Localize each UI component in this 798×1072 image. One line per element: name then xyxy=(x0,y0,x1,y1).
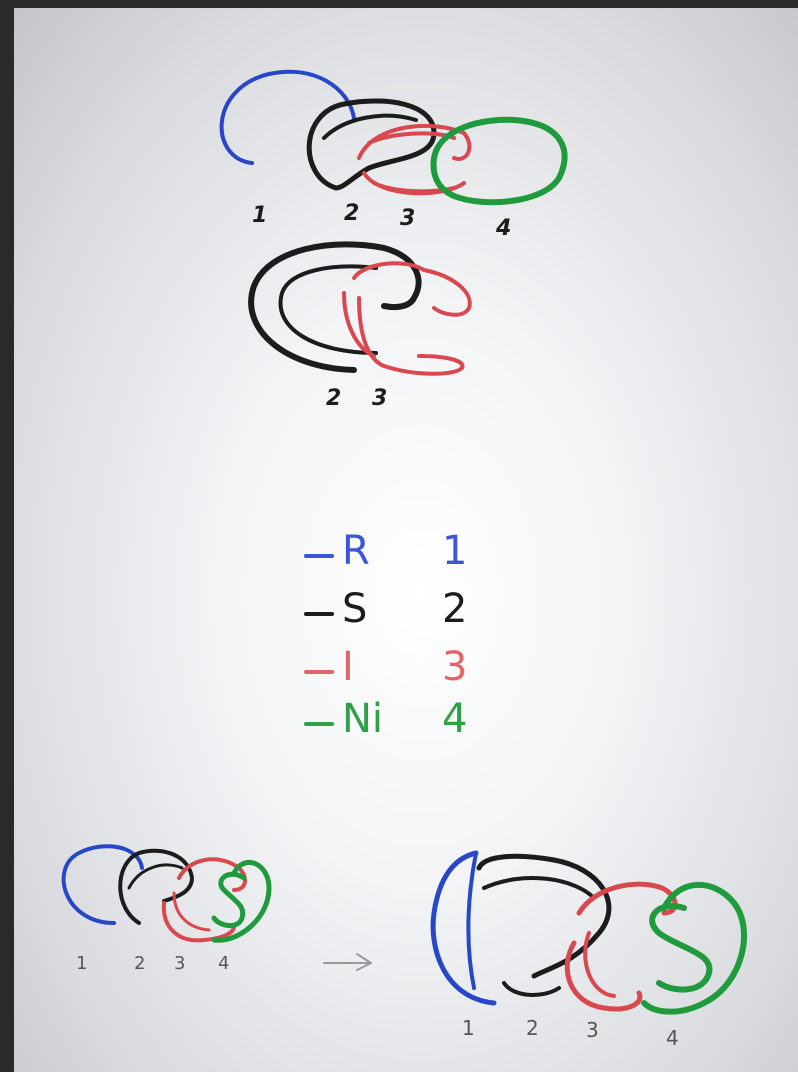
bl-ring-1 xyxy=(61,844,144,925)
legend-number: 3 xyxy=(442,644,468,690)
bl-ring-2 xyxy=(118,848,194,925)
top-ring-1 xyxy=(219,69,356,165)
br-ring-4 xyxy=(641,881,747,1015)
br-ring-1 xyxy=(430,850,497,1006)
bl-label-2: 2 xyxy=(134,953,146,974)
top-label-4: 4 xyxy=(496,216,512,241)
drawing-canvas xyxy=(61,69,747,1015)
legend-symbol: R xyxy=(342,528,370,574)
arrow-line xyxy=(323,953,372,971)
bottom-right-diagram xyxy=(430,850,747,1015)
legend-dash xyxy=(304,554,334,558)
br-ring-1-b xyxy=(466,851,478,990)
legend-row-r: R 1 xyxy=(304,528,502,574)
legend-row-ni: Ni 4 xyxy=(304,696,502,742)
middle-ring-3 xyxy=(352,261,472,376)
br-label-1: 1 xyxy=(462,1016,475,1040)
bl-label-1: 1 xyxy=(76,953,88,974)
br-ring-3-inner xyxy=(583,931,616,998)
bl-label-3: 3 xyxy=(174,953,186,974)
bl-label-4: 4 xyxy=(218,953,230,974)
bl-ring-2-inner xyxy=(127,863,184,890)
br-ring-2 xyxy=(476,853,612,979)
middle-ring-2-inner xyxy=(278,264,378,355)
top-ring-2-inner xyxy=(322,113,418,140)
legend-symbol: Ni xyxy=(342,696,384,742)
legend-row-i: I 3 xyxy=(304,644,502,690)
middle-label-3: 3 xyxy=(372,386,388,411)
top-label-2: 2 xyxy=(344,201,360,226)
br-label-3: 3 xyxy=(586,1018,599,1042)
legend-dash xyxy=(304,612,334,616)
legend-dash xyxy=(304,722,334,726)
legend-dash xyxy=(304,670,334,674)
top-ring-4 xyxy=(430,116,568,206)
top-label-1: 1 xyxy=(252,203,268,228)
legend-row-s: S 2 xyxy=(304,586,502,632)
bl-ring-4-s xyxy=(211,871,247,928)
br-label-4: 4 xyxy=(666,1026,679,1050)
middle-diagram xyxy=(248,241,472,376)
legend-symbol: S xyxy=(342,586,368,632)
middle-label-2: 2 xyxy=(326,386,342,411)
middle-ring-3-inner xyxy=(342,291,376,358)
br-label-2: 2 xyxy=(526,1016,539,1040)
bl-ring-3-inner xyxy=(172,891,211,932)
legend-number: 4 xyxy=(442,696,468,742)
br-ring-2-inner xyxy=(482,876,596,997)
paper-sheet: 1 2 3 4 2 3 R 1 S 2 I 3 Ni 4 1 2 3 4 1 2… xyxy=(14,8,798,1072)
top-diagram xyxy=(219,69,568,206)
legend-symbol: I xyxy=(342,644,354,690)
legend-number: 1 xyxy=(442,528,468,574)
legend-number: 2 xyxy=(442,586,468,632)
top-label-3: 3 xyxy=(400,206,416,231)
top-ring-2 xyxy=(306,98,437,191)
middle-ring-2 xyxy=(248,241,422,373)
bottom-left-diagram xyxy=(61,844,272,943)
br-ring-4-s xyxy=(649,903,713,993)
bl-ring-4 xyxy=(211,859,272,943)
